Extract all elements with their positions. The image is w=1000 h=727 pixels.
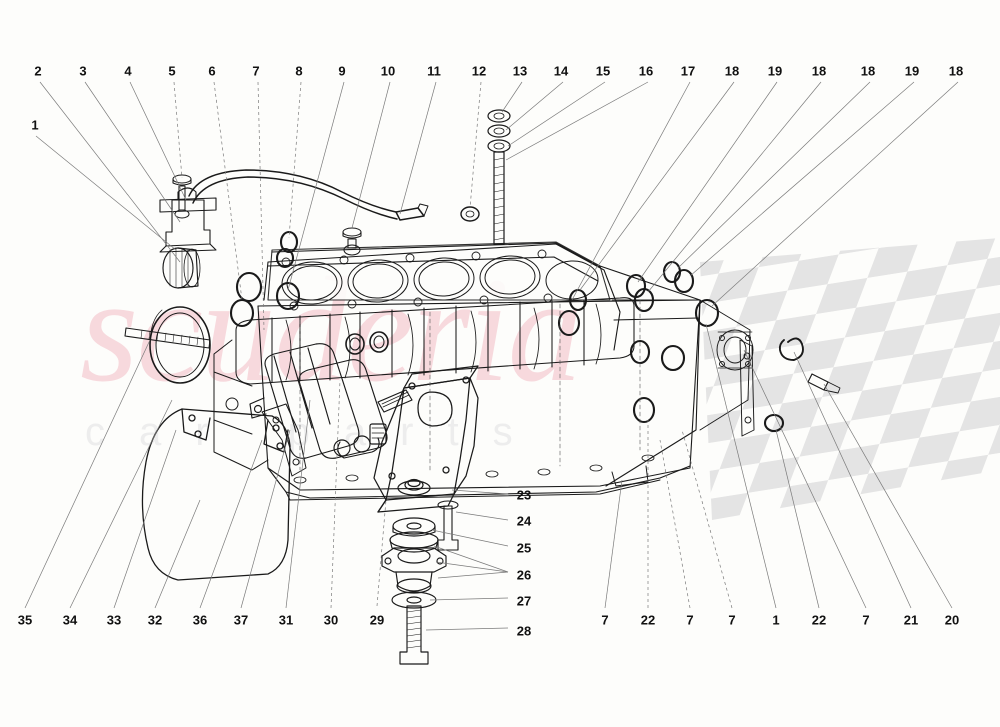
crankshaft-seal (149, 306, 211, 384)
long-stud-bolt (487, 109, 511, 245)
engine-mount-bracket (373, 365, 479, 513)
callout-bottom-37-5: 37 (233, 612, 249, 628)
oil-gallery-plugs (345, 331, 389, 355)
callout-mid-23-0: 23 (516, 487, 532, 503)
leader-lines (24, 81, 959, 631)
callout-mid-24-1: 24 (516, 513, 532, 529)
mount-bolt-24 (437, 500, 459, 551)
callout-top-18-16: 18 (724, 63, 740, 79)
callout-top-6-4: 6 (208, 63, 216, 79)
callout-bottom-7-2: 7 (686, 612, 694, 628)
callout-bottom-29-8: 29 (369, 612, 385, 628)
callout-top-2-0: 2 (34, 63, 42, 79)
callout-top-12-10: 12 (471, 63, 487, 79)
breather-hose (188, 169, 429, 221)
threaded-stud-left (124, 327, 211, 349)
callout-top-15-13: 15 (595, 63, 611, 79)
callout-top-17-15: 17 (680, 63, 696, 79)
callout-mid-26-3: 26 (516, 567, 532, 583)
small-bolt-right (807, 373, 841, 394)
callout-top-11-9: 11 (427, 63, 441, 79)
callout-bottom-31-6: 31 (278, 612, 294, 628)
callout-bottom-32-3: 32 (147, 612, 163, 628)
callout-bottom-20-8: 20 (944, 612, 960, 628)
callout-top-19-17: 19 (767, 63, 783, 79)
callout-bottom-7-0: 7 (601, 612, 609, 628)
callout-mid-25-2: 25 (516, 540, 532, 556)
callout-mid-28-5: 28 (516, 623, 532, 639)
o-rings-group (229, 230, 785, 433)
callout-mid-27-4: 27 (516, 593, 532, 609)
callout-top-4-2: 4 (124, 63, 132, 79)
block-left-flange (213, 339, 269, 471)
right-block-bracket (739, 339, 755, 437)
pan-rail-holes (293, 454, 655, 484)
callout-top-7-5: 7 (252, 63, 260, 79)
callout-bottom-33-2: 33 (106, 612, 122, 628)
callout-bottom-35-0: 35 (17, 612, 33, 628)
callout-left-1-0: 1 (31, 117, 39, 133)
callout-bottom-7-6: 7 (862, 612, 870, 628)
callout-top-8-6: 8 (295, 63, 303, 79)
callout-bottom-36-4: 36 (192, 612, 208, 628)
callout-top-5-3: 5 (168, 63, 176, 79)
callout-top-16-14: 16 (638, 63, 654, 79)
callout-top-19-20: 19 (904, 63, 920, 79)
callout-bottom-21-7: 21 (903, 612, 919, 628)
callout-bottom-34-1: 34 (62, 612, 78, 628)
callout-top-13-11: 13 (512, 63, 528, 79)
shield-bracket (261, 403, 307, 477)
callout-top-18-19: 18 (860, 63, 876, 79)
callout-top-18-21: 18 (948, 63, 964, 79)
callout-bottom-22-1: 22 (640, 612, 656, 628)
callout-top-18-18: 18 (811, 63, 827, 79)
callout-top-14-12: 14 (553, 63, 569, 79)
callout-bottom-22-5: 22 (811, 612, 827, 628)
oil-filter (162, 247, 201, 289)
callout-bottom-7-3: 7 (728, 612, 736, 628)
callout-top-9-7: 9 (338, 63, 346, 79)
engine-mount-assembly (381, 517, 447, 665)
callout-bottom-30-7: 30 (323, 612, 339, 628)
circlip (778, 337, 804, 361)
callout-bottom-1-4: 1 (772, 612, 780, 628)
callout-top-3-1: 3 (79, 63, 87, 79)
small-plug-12 (460, 206, 480, 222)
block-right-detail (699, 299, 754, 431)
sender-bolt (172, 174, 192, 219)
oil-pan-flange (285, 465, 661, 501)
head-bolt-holes (281, 249, 553, 311)
block-hidden-lines (299, 299, 641, 471)
callout-top-10-8: 10 (380, 63, 396, 79)
cylinder-bores (281, 255, 599, 305)
